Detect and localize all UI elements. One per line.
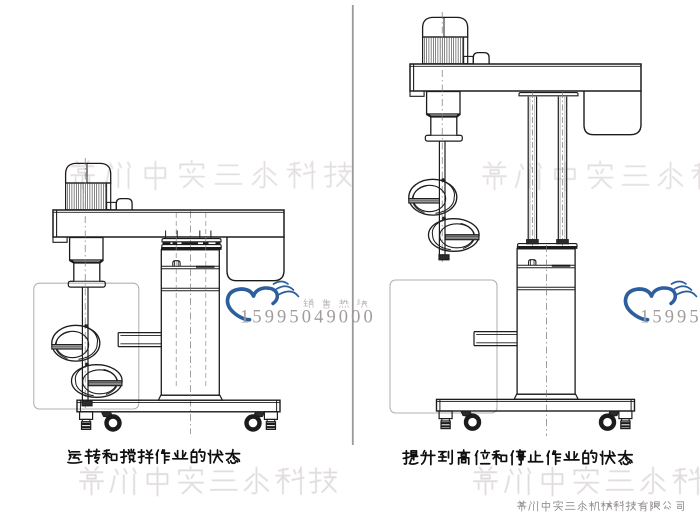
svg-text:15995049000: 15995049000	[240, 308, 376, 328]
svg-text:15995: 15995	[640, 308, 700, 328]
